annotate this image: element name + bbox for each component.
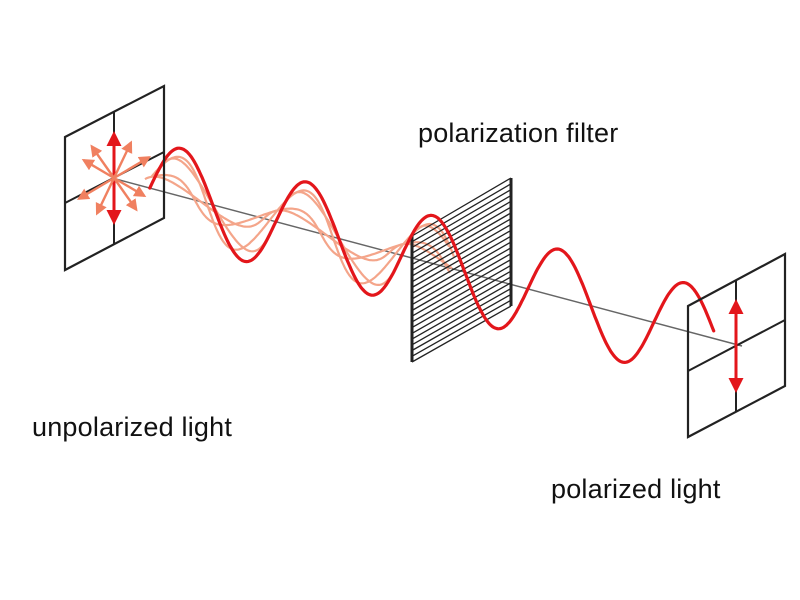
polarization-filter-label: polarization filter xyxy=(418,118,619,148)
unpolarized-frame-border xyxy=(63,84,166,272)
unpolarized-field-vector xyxy=(95,177,116,216)
filter-grating-line xyxy=(411,299,512,357)
unpolarized-field-vector xyxy=(113,176,147,198)
filter-grating-line xyxy=(411,177,512,237)
unpolarized-field-vector xyxy=(90,144,115,179)
filter-grating-line xyxy=(411,212,512,271)
filter-grating-line xyxy=(411,287,512,346)
unpolarized-field-vectors xyxy=(76,131,152,225)
filter-grating-line xyxy=(411,218,512,277)
filter-grating-line xyxy=(411,305,512,363)
filter-grating-lines xyxy=(411,177,512,363)
polarized-light-label: polarized light xyxy=(551,474,721,504)
filter-grating-line xyxy=(411,247,512,306)
polarization-filter xyxy=(410,177,513,363)
unpolarized-wave-component xyxy=(150,155,455,285)
filter-grating-line xyxy=(411,253,512,312)
unpolarized-wave-component xyxy=(148,157,451,286)
unpolarized-field-vector xyxy=(112,140,133,179)
filter-grating-line xyxy=(411,183,512,243)
filter-grating-line xyxy=(411,194,512,254)
filter-grating-line xyxy=(411,223,512,283)
filter-grating-line xyxy=(411,200,512,260)
unpolarized-field-vector xyxy=(113,156,152,180)
unpolarized-field-vector xyxy=(113,177,138,212)
filter-grating-line xyxy=(411,282,512,340)
filter-grating-line xyxy=(411,206,512,266)
filter-grating-line xyxy=(411,270,512,329)
unpolarized-field-vector xyxy=(76,176,115,200)
filter-grating-line xyxy=(411,258,512,317)
filter-grating-line xyxy=(411,189,512,249)
filter-grating-line xyxy=(411,264,512,323)
main-wave xyxy=(148,146,716,364)
unpolarized-field-vector xyxy=(81,158,115,180)
unpolarized-light-label: unpolarized light xyxy=(32,412,233,442)
filter-grating-line xyxy=(411,293,512,352)
filter-grating-line xyxy=(411,276,512,334)
unpolarized-wave-components xyxy=(144,155,455,286)
polarized-frame-border xyxy=(686,252,787,439)
filter-grating-line xyxy=(411,241,512,300)
